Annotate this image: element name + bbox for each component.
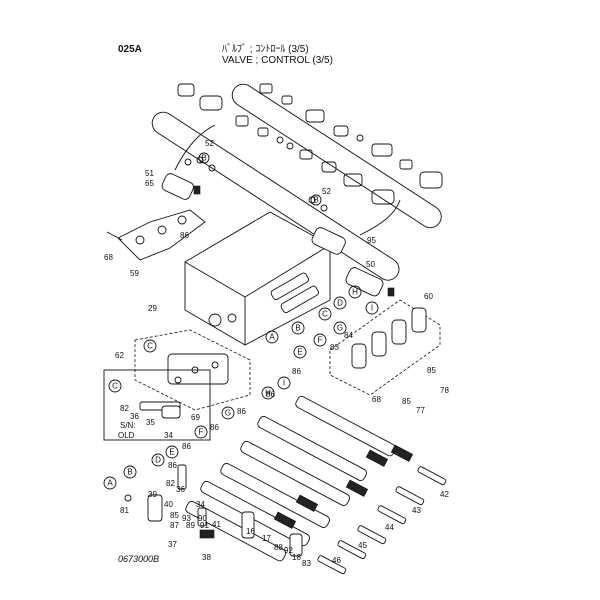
springs	[199, 444, 414, 539]
reference-letters: A B C D E F G H I I H G F E D B A C C B …	[103, 152, 379, 490]
svg-text:I: I	[283, 379, 285, 388]
svg-text:42: 42	[440, 490, 449, 499]
svg-text:65: 65	[145, 179, 154, 188]
svg-text:81: 81	[120, 506, 129, 515]
svg-text:43: 43	[412, 506, 421, 515]
svg-text:83: 83	[302, 559, 311, 568]
svg-text:62: 62	[115, 351, 124, 360]
svg-text:50: 50	[366, 260, 375, 269]
svg-text:37: 37	[168, 540, 177, 549]
subassembly-60	[329, 299, 441, 396]
svg-text:B: B	[313, 196, 318, 205]
svg-text:29: 29	[148, 304, 157, 313]
svg-text:90: 90	[198, 514, 207, 523]
letter-e: E	[297, 348, 302, 357]
svg-text:59: 59	[130, 269, 139, 278]
part-number-callouts: 52 52 51 65 68 59 86 29 95 50 60 84 83 6…	[104, 139, 449, 568]
svg-text:95: 95	[367, 236, 376, 245]
svg-text:36: 36	[130, 412, 139, 421]
svg-text:H: H	[265, 389, 271, 398]
svg-text:17: 17	[262, 534, 271, 543]
letter-d: D	[337, 299, 343, 308]
svg-text:34: 34	[196, 500, 205, 509]
svg-text:84: 84	[344, 331, 353, 340]
svg-text:44: 44	[385, 523, 394, 532]
svg-text:83: 83	[330, 343, 339, 352]
svg-text:G: G	[225, 409, 231, 418]
sn-old-box	[103, 369, 211, 441]
solenoid-51	[161, 156, 216, 200]
svg-text:18: 18	[292, 553, 301, 562]
left-column-parts	[124, 464, 303, 557]
svg-text:86: 86	[266, 390, 275, 399]
svg-text:52: 52	[322, 187, 331, 196]
svg-text:46: 46	[332, 556, 341, 565]
svg-text:82: 82	[120, 404, 129, 413]
letter-g: G	[337, 324, 343, 333]
svg-text:86: 86	[182, 442, 191, 451]
letter-h: H	[352, 288, 358, 297]
svg-text:OLD: OLD	[118, 431, 135, 440]
svg-text:41: 41	[212, 520, 221, 529]
svg-text:85: 85	[427, 366, 436, 375]
svg-text:45: 45	[358, 541, 367, 550]
svg-text:A: A	[107, 479, 113, 488]
svg-text:89: 89	[186, 521, 195, 530]
svg-text:88: 88	[274, 543, 283, 552]
svg-text:36: 36	[176, 485, 185, 494]
bolts	[317, 466, 447, 575]
svg-text:16: 16	[246, 527, 255, 536]
svg-text:91: 91	[200, 521, 209, 530]
svg-text:D: D	[155, 456, 161, 465]
letter-b: B	[295, 324, 300, 333]
svg-text:77: 77	[416, 406, 425, 415]
svg-text:52: 52	[205, 139, 214, 148]
svg-text:B: B	[201, 154, 206, 163]
title-english: VALVE ; CONTROL (3/5)	[222, 55, 333, 66]
svg-text:68: 68	[104, 253, 113, 262]
svg-text:85: 85	[170, 511, 179, 520]
svg-text:68: 68	[372, 395, 381, 404]
drawing-id: 0673000B	[118, 554, 160, 564]
svg-text:86: 86	[292, 367, 301, 376]
svg-text:92: 92	[284, 546, 293, 555]
svg-text:C: C	[112, 382, 118, 391]
svg-text:93: 93	[182, 514, 191, 523]
svg-text:C: C	[147, 342, 153, 351]
svg-text:E: E	[169, 448, 174, 457]
svg-text:35: 35	[146, 418, 155, 427]
letter-a: A	[269, 333, 275, 342]
title-japanese: ﾊﾞﾙﾌﾞ ; ｺﾝﾄﾛｰﾙ (3/5)	[222, 44, 309, 55]
letter-f: F	[318, 336, 323, 345]
lower-spools	[185, 395, 397, 562]
svg-text:86: 86	[237, 407, 246, 416]
valve-body-29	[184, 211, 331, 346]
svg-text:B: B	[127, 468, 132, 477]
svg-text:78: 78	[440, 386, 449, 395]
bracket-59	[106, 209, 206, 261]
svg-text:40: 40	[164, 500, 173, 509]
svg-text:38: 38	[202, 553, 211, 562]
svg-text:85: 85	[402, 397, 411, 406]
svg-text:69: 69	[191, 413, 200, 422]
subassembly-62	[134, 329, 251, 411]
letter-c: C	[322, 310, 328, 319]
svg-text:82: 82	[166, 479, 175, 488]
svg-text:S/N:: S/N:	[120, 421, 136, 430]
svg-text:86: 86	[180, 231, 189, 240]
upper-spool-group-right	[231, 83, 443, 229]
svg-text:86: 86	[168, 461, 177, 470]
letter-i: I	[371, 304, 373, 313]
svg-text:39: 39	[148, 490, 157, 499]
svg-text:86: 86	[210, 423, 219, 432]
svg-text:87: 87	[170, 521, 179, 530]
svg-text:34: 34	[164, 431, 173, 440]
svg-text:51: 51	[145, 169, 154, 178]
svg-text:60: 60	[424, 292, 433, 301]
svg-text:F: F	[199, 428, 204, 437]
page-code: 025A	[118, 44, 142, 55]
upper-spool-group-left	[151, 83, 400, 281]
